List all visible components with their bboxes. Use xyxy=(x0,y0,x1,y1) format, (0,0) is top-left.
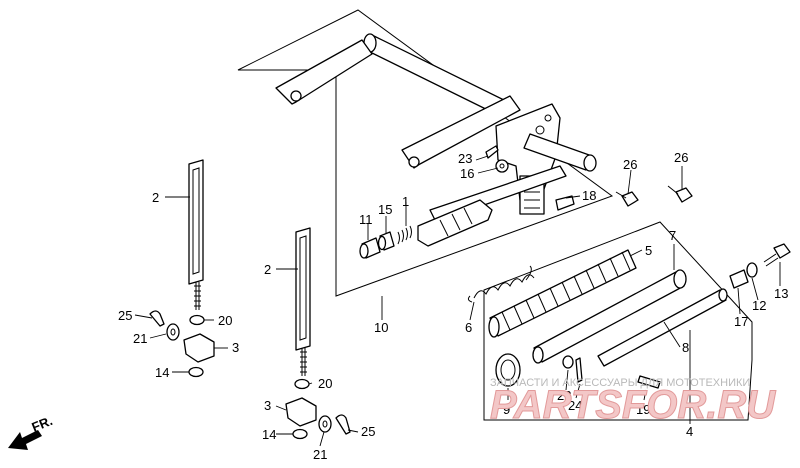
callout-2-lower: 2 xyxy=(264,262,271,277)
callout-21-lower: 21 xyxy=(313,447,327,462)
spring-group-outline-frame xyxy=(483,221,753,421)
callout-14-upper: 14 xyxy=(155,365,169,380)
watermark: ЗАПЧАСТИ И АКСЕССУАРЫ ДЛЯ МОТОТЕХНИКИ PA… xyxy=(490,377,777,428)
callout-14-lower: 14 xyxy=(262,427,276,442)
part-14-nut-lower xyxy=(292,428,308,440)
part-22-washer xyxy=(562,355,574,369)
part-5-spring xyxy=(488,249,637,338)
callout-5: 5 xyxy=(645,243,652,258)
callout-3-upper: 3 xyxy=(232,340,239,355)
part-3-knob-lower xyxy=(285,397,317,427)
callout-21-upper: 21 xyxy=(133,331,147,346)
callout-11: 11 xyxy=(359,212,373,227)
callout-7: 7 xyxy=(669,228,676,243)
part-21-washer-lower xyxy=(318,415,332,433)
callout-26-left: 26 xyxy=(623,157,637,172)
callout-26-right: 26 xyxy=(674,150,688,165)
part-26-bolt-left xyxy=(615,191,639,207)
callout-18: 18 xyxy=(582,188,596,203)
front-label: FR. xyxy=(30,413,55,435)
part-18-pin xyxy=(555,195,575,211)
callout-25-lower: 25 xyxy=(361,424,375,439)
callout-3-lower: 3 xyxy=(264,398,271,413)
callout-labels: 2 2 11 15 1 10 23 16 18 26 26 5 7 6 8 17… xyxy=(118,150,788,462)
part-1-spring xyxy=(397,225,412,245)
part-3-knob-upper xyxy=(183,333,215,363)
part-2-bracket-lower xyxy=(295,227,311,376)
front-direction-indicator: FR. xyxy=(8,413,55,450)
callout-22: 22 xyxy=(557,388,571,403)
part-20-nut-lower xyxy=(294,378,310,390)
callout-13: 13 xyxy=(774,286,788,301)
callout-19: 19 xyxy=(636,402,650,417)
part-12-washer xyxy=(746,262,758,278)
callout-17: 17 xyxy=(734,314,748,329)
part-20-nut-upper xyxy=(189,314,205,326)
leader-lines xyxy=(134,155,781,447)
part-26-bolt-right xyxy=(667,185,693,203)
callout-16: 16 xyxy=(460,166,474,181)
callout-2-upper: 2 xyxy=(152,190,159,205)
part-17-clip xyxy=(729,269,749,289)
part-25-clip-upper xyxy=(149,310,165,327)
callout-23: 23 xyxy=(458,151,472,166)
part-9-seal xyxy=(495,353,521,387)
part-6-spring xyxy=(467,265,535,303)
callout-6: 6 xyxy=(465,320,472,335)
callout-9: 9 xyxy=(503,402,510,417)
part-8-rod xyxy=(597,288,728,367)
watermark-logo: PARTSFOR.RU xyxy=(490,383,776,427)
part-19-pin xyxy=(637,375,661,389)
part-2-bracket-upper xyxy=(188,159,204,310)
callout-1: 1 xyxy=(402,194,409,209)
part-11-cap xyxy=(359,237,381,259)
part-21-washer-upper xyxy=(166,323,180,341)
callout-4: 4 xyxy=(686,424,693,439)
callout-15: 15 xyxy=(378,202,392,217)
part-15-collar xyxy=(377,231,395,251)
watermark-tagline: ЗАПЧАСТИ И АКСЕССУАРЫ ДЛЯ МОТОТЕХНИКИ xyxy=(490,377,750,389)
callout-8: 8 xyxy=(682,340,689,355)
callout-10: 10 xyxy=(374,320,388,335)
part-16-washer xyxy=(495,159,509,173)
part-14-nut-upper xyxy=(188,366,204,378)
part-7-tube xyxy=(532,269,687,364)
hardware-group-lower xyxy=(285,378,351,440)
callout-12: 12 xyxy=(752,298,766,313)
part-25-clip-lower xyxy=(335,414,351,435)
callout-20-upper: 20 xyxy=(218,313,232,328)
front-arrow-icon xyxy=(8,430,42,450)
callout-25-upper: 25 xyxy=(118,308,132,323)
part-13-bolt xyxy=(763,243,791,267)
handle-frame-assembly xyxy=(275,33,597,247)
part-24-cotter-pin xyxy=(575,357,583,383)
callout-20-lower: 20 xyxy=(318,376,332,391)
callout-24: 24 xyxy=(568,398,582,413)
